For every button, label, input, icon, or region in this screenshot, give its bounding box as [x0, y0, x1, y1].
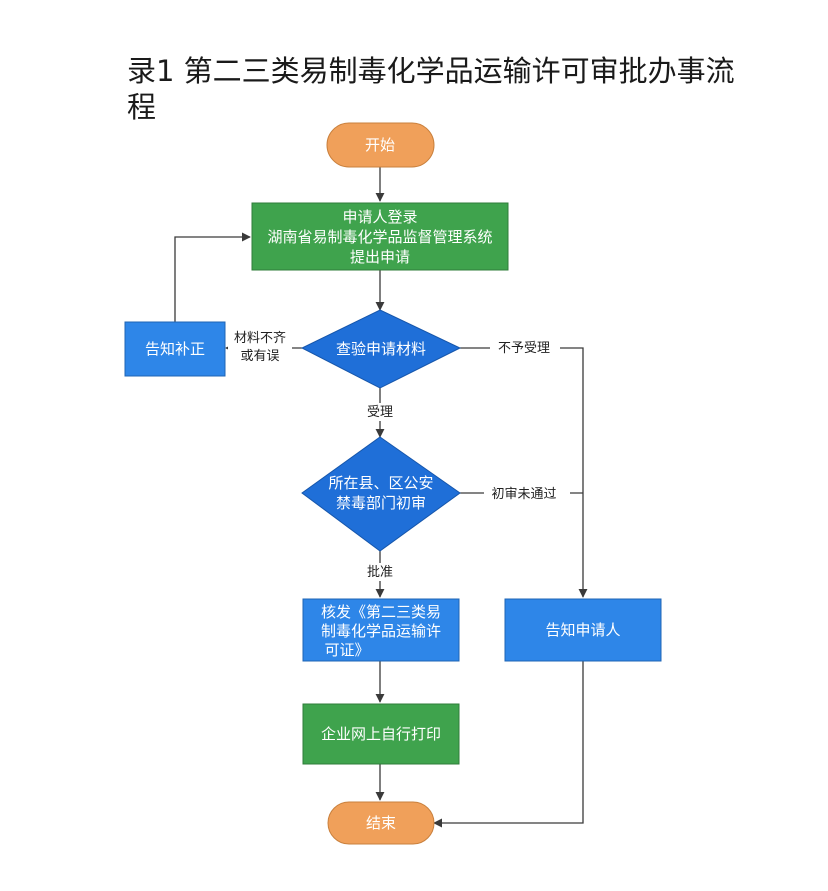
node-check-label: 查验申请材料: [336, 340, 426, 358]
label-accept: 受理: [367, 405, 393, 420]
node-review-line2: 禁毒部门初审: [336, 494, 426, 512]
edge-notify-end: [433, 661, 584, 828]
node-end-label: 结束: [366, 814, 396, 832]
node-supplement: 告知补正: [124, 321, 226, 377]
edge-labels: 材料不齐 或有误 不予受理 受理 初审未通过 批准: [228, 326, 570, 581]
node-issue-line1: 核发《第二三类易: [321, 603, 441, 621]
node-apply-line3: 提出申请: [350, 248, 410, 266]
node-supplement-label: 告知补正: [145, 340, 205, 358]
edge-supplement-apply: [174, 232, 251, 322]
node-notify-label: 告知申请人: [545, 621, 620, 639]
node-review-line1: 所在县、区公安: [328, 474, 433, 492]
label-review-fail: 初审未通过: [491, 487, 556, 502]
label-incomplete-line1: 材料不齐: [234, 330, 286, 346]
node-end: 结束: [327, 801, 435, 845]
node-apply-line1: 申请人登录: [342, 208, 417, 226]
node-apply: 申请人登录 湖南省易制毒化学品监督管理系统 提出申请: [251, 202, 509, 271]
node-start-label: 开始: [365, 136, 395, 154]
label-incomplete-line2: 或有误: [240, 349, 279, 364]
node-notify: 告知申请人: [504, 598, 662, 662]
label-approve: 批准: [367, 565, 393, 580]
node-print: 企业网上自行打印: [302, 703, 460, 765]
page-title: 录1 第二三类易制毒化学品运输许可审批办事流程: [127, 54, 735, 124]
node-issue: 核发《第二三类易 制毒化学品运输许 可证》: [302, 598, 460, 662]
node-apply-line2: 湖南省易制毒化学品监督管理系统: [267, 228, 492, 246]
label-reject: 不予受理: [498, 341, 550, 356]
node-check: 查验申请材料: [300, 309, 462, 389]
node-review: 所在县、区公安 禁毒部门初审: [301, 436, 461, 552]
node-issue-line3: 可证》: [324, 641, 369, 659]
node-start: 开始: [326, 122, 435, 168]
node-issue-line2: 制毒化学品运输许: [321, 622, 441, 640]
edge-check-notify: [460, 347, 588, 598]
node-print-label: 企业网上自行打印: [321, 725, 441, 743]
